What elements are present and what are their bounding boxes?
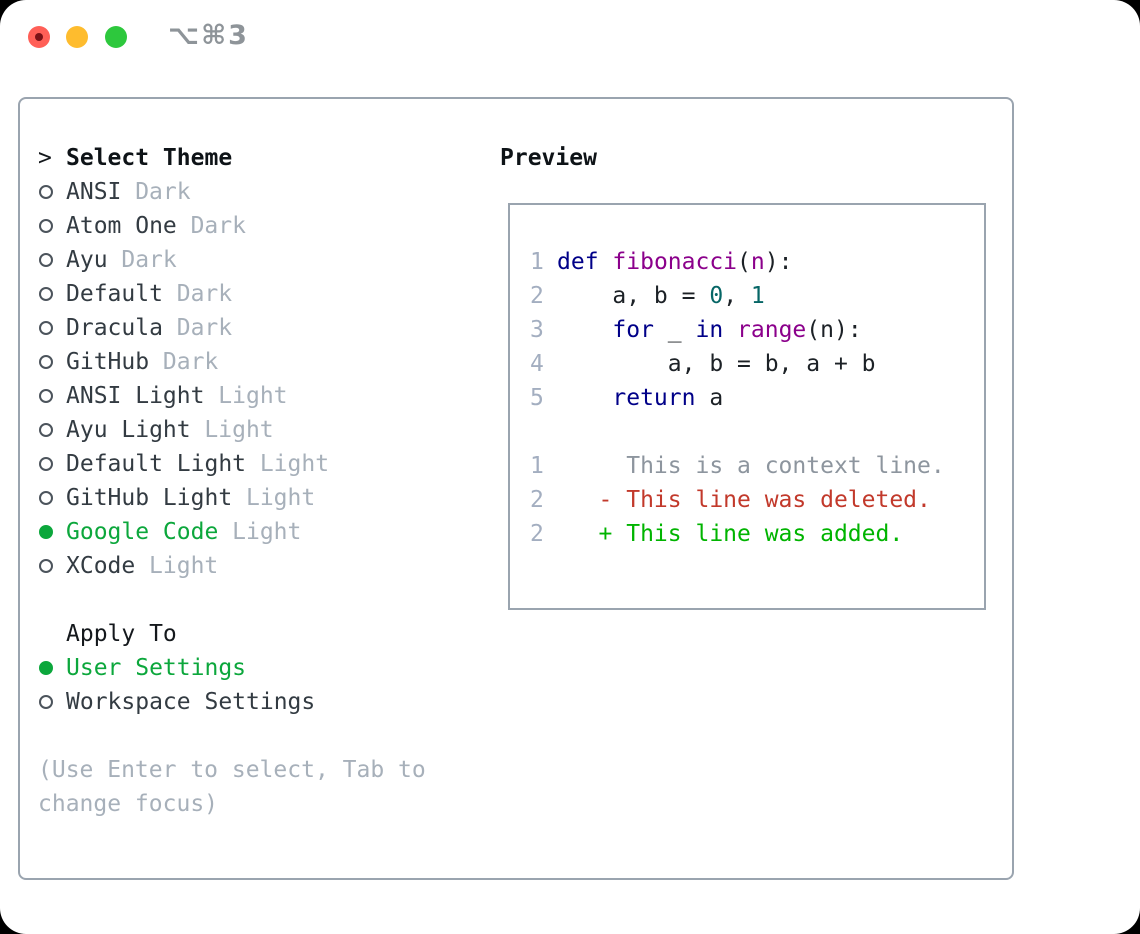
theme-name: Dracula xyxy=(66,315,163,341)
selection-caret: > xyxy=(38,145,52,171)
close-dot-icon xyxy=(35,33,43,41)
theme-picker-pane: > Select Theme ANSI Dark Atom One Dark A… xyxy=(38,99,488,821)
theme-name: ANSI xyxy=(66,179,122,205)
radio-icon xyxy=(39,525,53,539)
apply-option-label: Workspace Settings xyxy=(66,689,316,715)
app-window: > Select Theme ANSI Dark Atom One Dark A… xyxy=(18,97,1014,880)
radio-icon xyxy=(39,695,53,709)
theme-item-default[interactable]: Default Dark xyxy=(38,277,488,311)
radio-icon xyxy=(39,219,53,233)
apply-option-user-settings[interactable]: User Settings xyxy=(38,651,488,685)
select-theme-title: Select Theme xyxy=(66,145,233,171)
radio-icon xyxy=(39,423,53,437)
theme-name: Atom One xyxy=(66,213,177,239)
preview-title: Preview xyxy=(500,145,597,171)
code-text: - This line was deleted. xyxy=(557,487,931,513)
line-number: 5 xyxy=(530,385,544,411)
theme-name: Default Light xyxy=(66,451,247,477)
theme-name: Ayu Light xyxy=(66,417,191,443)
preview-code-line xyxy=(530,415,984,449)
line-number: 4 xyxy=(530,351,544,377)
theme-name: ANSI Light xyxy=(66,383,205,409)
preview-code-line: 2 + This line was added. xyxy=(530,517,984,551)
theme-variant-label: Light xyxy=(204,417,274,443)
line-number: 1 xyxy=(530,453,544,479)
code-text: return a xyxy=(612,385,724,411)
radio-icon xyxy=(39,457,53,471)
theme-name: Ayu xyxy=(66,247,108,273)
theme-variant-label: Dark xyxy=(176,281,233,307)
preview-code-line: 1 def fibonacci(n): xyxy=(530,245,984,279)
apply-option-workspace-settings[interactable]: Workspace Settings xyxy=(38,685,488,719)
select-theme-header: > Select Theme xyxy=(38,141,488,175)
radio-icon xyxy=(39,287,53,301)
radio-icon xyxy=(39,253,53,267)
line-number xyxy=(530,415,544,449)
preview-code-line: 4 a, b = b, a + b xyxy=(530,347,984,381)
apply-to-title: Apply To xyxy=(66,621,177,647)
radio-icon xyxy=(39,185,53,199)
theme-item-ayu-light[interactable]: Ayu Light Light xyxy=(38,413,488,447)
theme-item-ansi-light[interactable]: ANSI Light Light xyxy=(38,379,488,413)
line-number: 3 xyxy=(530,317,544,343)
code-text: + This line was added. xyxy=(557,521,904,547)
radio-icon xyxy=(39,491,53,505)
apply-to-list: User Settings Workspace Settings xyxy=(38,651,488,719)
preview-code-line: 2 - This line was deleted. xyxy=(530,483,984,517)
preview-code-line: 5 return a xyxy=(530,381,984,415)
theme-item-default-light[interactable]: Default Light Light xyxy=(38,447,488,481)
theme-variant-label: Light xyxy=(259,451,330,477)
theme-variant-label: Light xyxy=(245,485,316,511)
apply-to-header: Apply To xyxy=(38,617,488,651)
theme-item-dracula[interactable]: Dracula Dark xyxy=(38,311,488,345)
apply-option-label: User Settings xyxy=(66,655,247,681)
theme-name: Default xyxy=(66,281,163,307)
theme-variant-label: Light xyxy=(149,553,219,579)
radio-icon xyxy=(39,321,53,335)
theme-variant-label: Dark xyxy=(190,213,246,239)
theme-item-github[interactable]: GitHub Dark xyxy=(38,345,488,379)
preview-code-line: 1 This is a context line. xyxy=(530,449,984,483)
theme-variant-label: Light xyxy=(232,519,302,545)
code-text: a, b = 0, 1 xyxy=(557,283,765,309)
theme-list: ANSI Dark Atom One Dark Ayu Dark Default… xyxy=(38,175,488,583)
theme-item-google-code[interactable]: Google Code Light xyxy=(38,515,488,549)
line-number: 2 xyxy=(530,521,544,547)
radio-icon xyxy=(39,355,53,369)
preview-code-line: 3 for _ in range(n): xyxy=(530,313,984,347)
theme-variant-label: Light xyxy=(218,383,288,409)
theme-item-github-light[interactable]: GitHub Light Light xyxy=(38,481,488,515)
theme-item-atom-one[interactable]: Atom One Dark xyxy=(38,209,488,243)
theme-name: Google Code xyxy=(66,519,219,545)
traffic-light-close-button[interactable] xyxy=(28,26,50,48)
theme-name: XCode xyxy=(66,553,136,579)
hint-text: (Use Enter to select, Tab to change focu… xyxy=(38,757,426,817)
theme-name: GitHub xyxy=(66,349,150,375)
theme-variant-label: Dark xyxy=(135,179,191,205)
theme-item-ayu[interactable]: Ayu Dark xyxy=(38,243,488,277)
radio-icon xyxy=(39,661,53,675)
theme-item-ansi[interactable]: ANSI Dark xyxy=(38,175,488,209)
radio-icon xyxy=(39,559,53,573)
preview-code-line: 2 a, b = 0, 1 xyxy=(530,279,984,313)
code-text: This is a context line. xyxy=(557,453,945,479)
window-shortcut-label: ⌥⌘3 xyxy=(168,20,249,51)
line-number: 2 xyxy=(530,487,544,513)
code-text: def fibonacci(n): xyxy=(557,249,793,275)
line-number: 2 xyxy=(530,283,544,309)
code-text: for _ in range(n): xyxy=(612,317,862,343)
code-text: a, b = b, a + b xyxy=(557,351,876,377)
line-number: 1 xyxy=(530,249,544,275)
radio-icon xyxy=(39,389,53,403)
theme-variant-label: Dark xyxy=(121,247,177,273)
theme-variant-label: Dark xyxy=(162,349,219,375)
theme-variant-label: Dark xyxy=(176,315,233,341)
theme-item-xcode[interactable]: XCode Light xyxy=(38,549,488,583)
traffic-light-minimize-button[interactable] xyxy=(66,26,88,48)
theme-name: GitHub Light xyxy=(66,485,233,511)
traffic-light-zoom-button[interactable] xyxy=(105,26,127,48)
